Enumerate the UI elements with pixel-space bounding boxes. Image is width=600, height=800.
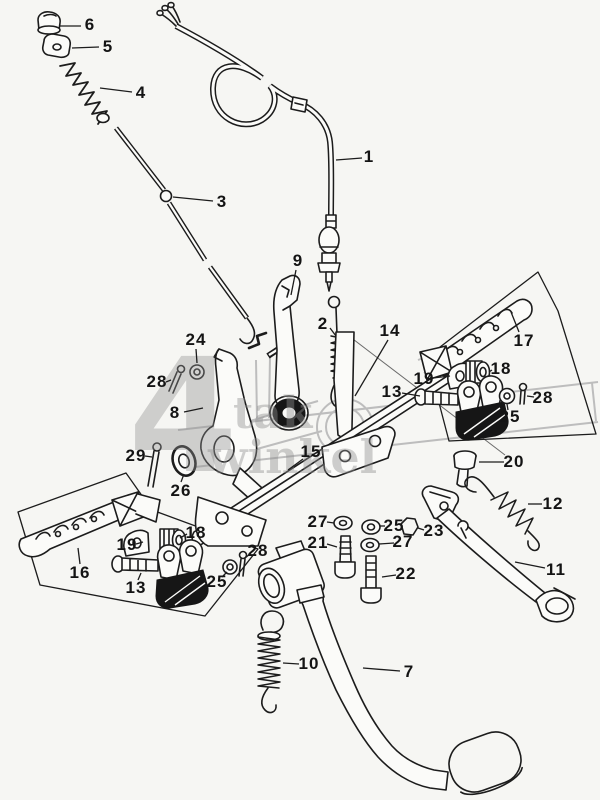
brake-arm xyxy=(200,331,355,502)
part-label-12: 12 xyxy=(542,494,564,513)
part-label-19: 19 xyxy=(413,369,435,388)
part-label-28: 28 xyxy=(146,372,168,391)
part-label-6: 6 xyxy=(84,15,96,34)
right-footrest xyxy=(419,298,533,381)
part-label-10: 10 xyxy=(298,654,320,673)
panel-outlines xyxy=(17,271,597,617)
part-label-13: 13 xyxy=(125,578,147,597)
part-label-28: 28 xyxy=(532,388,554,407)
brake-rod xyxy=(114,126,288,359)
part-label-20: 20 xyxy=(503,452,525,471)
part-label-17: 17 xyxy=(513,331,535,350)
brake-switch-cable xyxy=(156,1,341,292)
part-label-18: 18 xyxy=(490,359,512,378)
side-stand xyxy=(421,485,576,623)
left-footrest xyxy=(18,491,161,558)
part-label-29: 29 xyxy=(125,446,147,465)
part-label-25: 25 xyxy=(499,407,521,426)
part-label-9: 9 xyxy=(292,251,304,270)
switch-spring xyxy=(327,295,347,408)
right-mount-hardware xyxy=(414,360,528,441)
part-label-22: 22 xyxy=(395,564,417,583)
part-label-7: 7 xyxy=(403,662,415,681)
part-label-24: 24 xyxy=(185,330,207,349)
part-label-3: 3 xyxy=(216,192,228,211)
part-label-21: 21 xyxy=(307,533,329,552)
part-label-18: 18 xyxy=(185,523,207,542)
pedal-bolt-hardware xyxy=(333,515,419,604)
part-label-16: 16 xyxy=(69,563,91,582)
part-label-15: 15 xyxy=(300,442,322,461)
pivot-small-parts xyxy=(147,364,205,488)
part-label-11: 11 xyxy=(546,560,566,579)
part-label-4: 4 xyxy=(135,83,147,102)
part-label-26: 26 xyxy=(170,481,192,500)
part-label-13: 13 xyxy=(381,382,403,401)
part-label-25: 25 xyxy=(206,572,228,591)
adjuster-spring xyxy=(59,62,110,125)
part-label-23: 23 xyxy=(423,521,445,540)
part-label-28: 28 xyxy=(247,541,269,560)
cap-nut xyxy=(37,11,61,35)
pedal-spring xyxy=(257,610,285,714)
part-label-2: 2 xyxy=(317,314,329,333)
stand-spring xyxy=(464,476,541,552)
part-label-27: 27 xyxy=(392,532,414,551)
stand-stop-rubber xyxy=(453,450,477,488)
part-label-8: 8 xyxy=(169,403,181,422)
part-label-27: 27 xyxy=(307,512,329,531)
part-label-19: 19 xyxy=(116,535,138,554)
brake-pedal xyxy=(296,584,523,796)
part-label-14: 14 xyxy=(379,321,401,340)
cable-joint xyxy=(41,33,72,59)
part-label-25: 25 xyxy=(383,516,405,535)
part-label-5: 5 xyxy=(102,37,114,56)
part-label-1: 1 xyxy=(363,147,375,166)
left-mount-hardware xyxy=(111,528,248,609)
